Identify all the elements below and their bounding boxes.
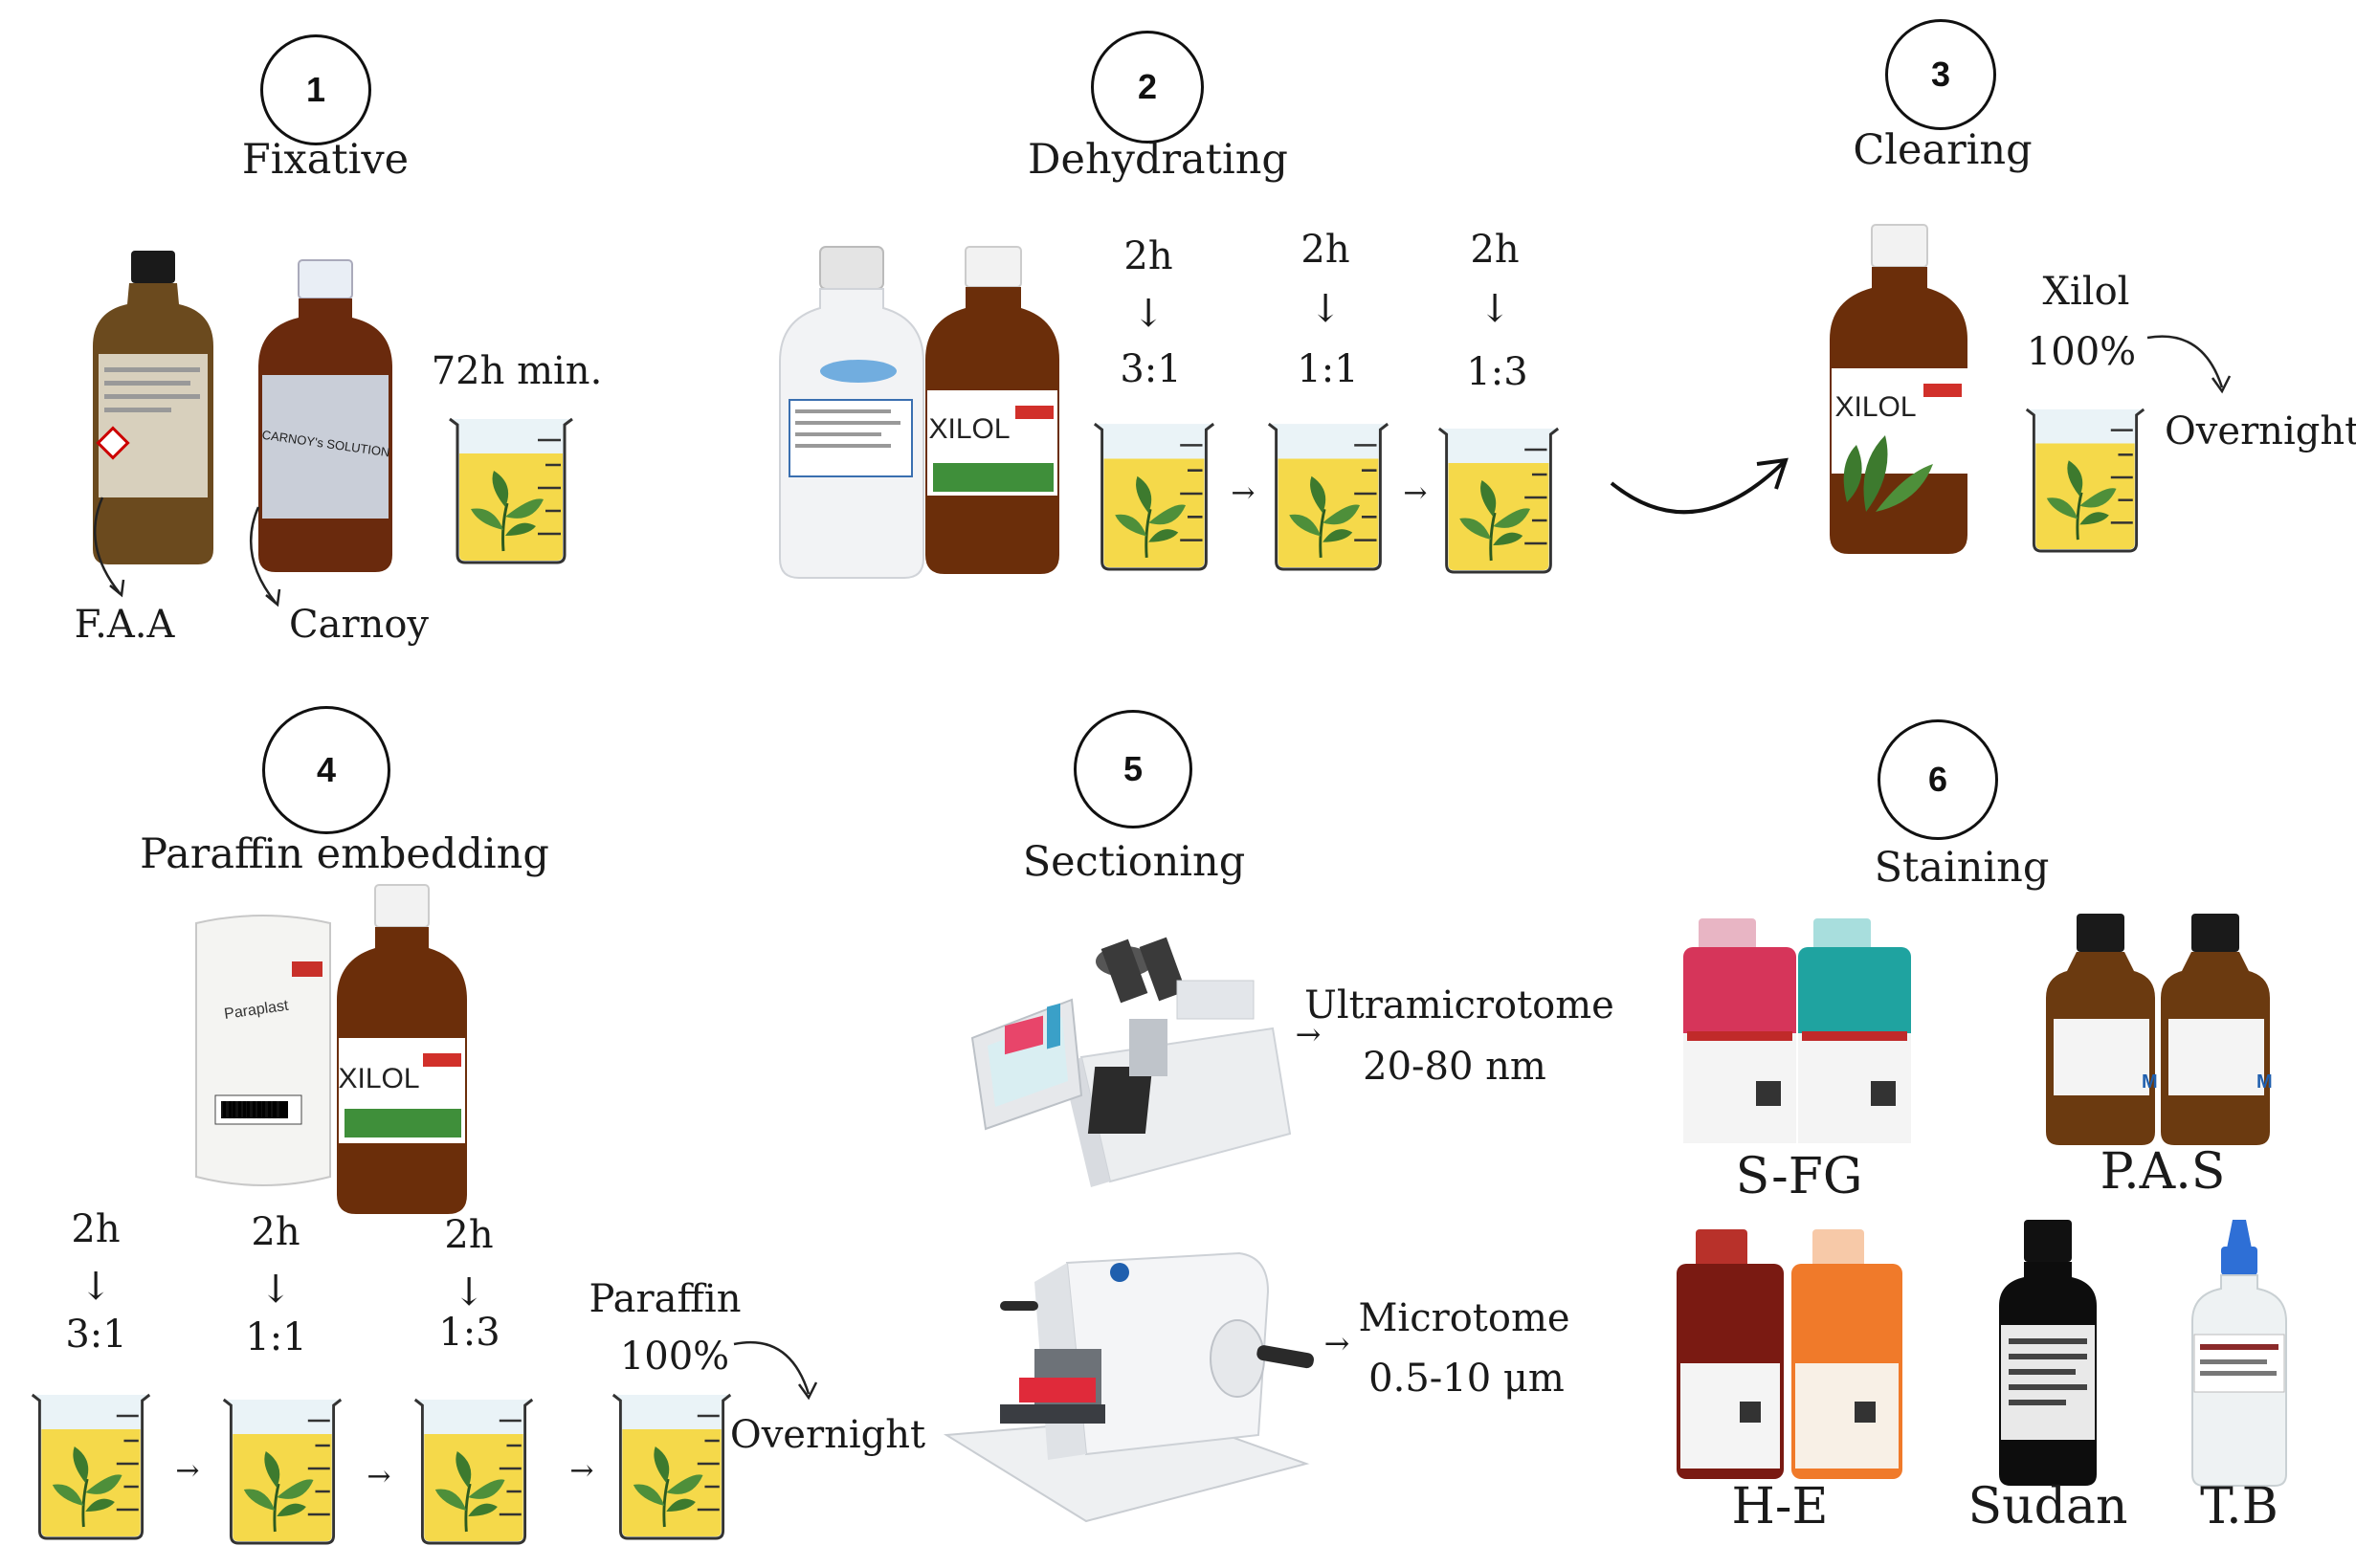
microtome-image <box>943 1251 1314 1523</box>
ultramicrotome-image <box>970 937 1292 1187</box>
step-3-number: 3 <box>1930 55 1951 94</box>
embedding-curved-arrow <box>733 1340 818 1401</box>
xilol-bottle-clearing-label: XILOL <box>1834 391 1916 423</box>
transition-arrow-to-clearing <box>1610 457 1789 515</box>
carnoy-bottle: CARNOY's SOLUTION <box>258 259 392 572</box>
dehydrating-beaker-3 <box>1434 421 1564 574</box>
ultramicrotome-range: 20-80 nm <box>1363 1045 1546 1089</box>
sfg-label: S-FG <box>1735 1148 1863 1205</box>
tb-bottle <box>2191 1220 2287 1487</box>
embedding-stage-2-arrow: ↓ <box>259 1268 292 1312</box>
step-5-badge: 5 <box>1074 710 1192 828</box>
clearing-percent-label: 100% <box>2026 330 2137 374</box>
embedding-stage-3-ratio: 1:3 <box>438 1311 500 1355</box>
embedding-beaker-2 <box>218 1392 346 1545</box>
dehydrating-beaker-2 <box>1263 416 1393 571</box>
step-4-title: Paraffin embedding <box>140 830 549 878</box>
clearing-beaker <box>2021 402 2149 553</box>
dehydrating-beaker-1 <box>1089 416 1219 571</box>
tb-label: T.B <box>2200 1478 2278 1535</box>
carnoy-pointer-arrow <box>249 506 281 607</box>
embedding-beaker-3 <box>410 1392 538 1545</box>
embedding-beaker-4 <box>608 1387 736 1540</box>
sudan-bottle <box>1999 1220 2097 1486</box>
step-1-title: Fixative <box>241 136 410 184</box>
paraplast-bag: Paraplast <box>195 915 331 1186</box>
step-4-number: 4 <box>316 750 337 789</box>
faa-bottle <box>93 251 213 564</box>
step-1-number: 1 <box>305 70 326 109</box>
embedding-stage-1-ratio: 3:1 <box>65 1313 127 1357</box>
he-bottles <box>1677 1229 1902 1479</box>
clearing-duration-label: Overnight <box>2165 409 2356 453</box>
embedding-stage-2-time: 2h <box>251 1210 300 1254</box>
dehydrating-flow-arrow-1: → <box>1231 476 1256 510</box>
dehydrating-stage-3-time: 2h <box>1470 228 1520 272</box>
ultramicrotome-pointer-arrow: → <box>1295 1016 1322 1052</box>
xilol-bottle-dehydrating-label: XILOL <box>928 413 1010 445</box>
step-6-number: 6 <box>1927 760 1948 799</box>
step-3-title: Clearing <box>1853 126 2033 174</box>
embedding-flow-arrow-2: → <box>367 1460 391 1493</box>
step-2-title: Dehydrating <box>1028 136 1288 184</box>
faa-pointer-arrow <box>93 497 125 598</box>
ultramicrotome-name: Ultramicrotome <box>1304 983 1614 1027</box>
embedding-flow-arrow-3: → <box>569 1454 594 1488</box>
step-4-badge: 4 <box>262 706 390 834</box>
embedding-stage-1-time: 2h <box>71 1207 121 1251</box>
faa-label: F.A.A <box>74 603 175 647</box>
embedding-stage-3-arrow: ↓ <box>453 1270 485 1314</box>
microtome-name: Microtome <box>1358 1296 1570 1340</box>
clearing-reagent-label: Xilol <box>2042 270 2130 314</box>
step-1-badge: 1 <box>260 34 371 145</box>
dehydrating-stage-3-ratio: 1:3 <box>1466 350 1528 394</box>
xilol-bottle-embedding: XILOL <box>337 884 467 1214</box>
svg-text:M: M <box>2142 1071 2158 1093</box>
dehydrating-stage-2-ratio: 1:1 <box>1297 347 1359 391</box>
step-6-badge: 6 <box>1878 719 1998 840</box>
pas-bottles: M M <box>2046 914 2273 1145</box>
step-2-badge: 2 <box>1091 31 1204 144</box>
svg-text:M: M <box>2256 1071 2273 1093</box>
sudan-label: Sudan <box>1967 1478 2128 1535</box>
embedding-stage-2-ratio: 1:1 <box>245 1315 307 1359</box>
step-5-title: Sectioning <box>1022 838 1246 886</box>
microtome-range: 0.5-10 μm <box>1368 1357 1565 1401</box>
carnoy-label: Carnoy <box>288 603 429 647</box>
he-label: H-E <box>1731 1478 1829 1535</box>
step-3-badge: 3 <box>1885 19 1996 130</box>
step-5-number: 5 <box>1122 749 1144 788</box>
alcohol-bottle <box>779 246 924 579</box>
embedding-duration-label: Overnight <box>729 1413 926 1457</box>
clearing-curved-arrow <box>2146 335 2232 394</box>
dehydrating-stage-1-ratio: 3:1 <box>1120 347 1182 391</box>
embedding-stage-3-time: 2h <box>444 1213 494 1257</box>
sfg-bottles <box>1683 918 1911 1143</box>
xilol-bottle-clearing: XILOL <box>1830 224 1967 554</box>
fixation-time-label: 72h min. <box>431 349 603 393</box>
embedding-beaker-1 <box>27 1387 155 1540</box>
step-2-number: 2 <box>1137 67 1158 106</box>
fixation-beaker <box>444 411 578 564</box>
dehydrating-stage-2-time: 2h <box>1300 228 1350 272</box>
embedding-reagent-label: Paraffin <box>589 1277 742 1321</box>
dehydrating-stage-3-arrow: ↓ <box>1478 287 1511 331</box>
dehydrating-stage-1-time: 2h <box>1123 234 1173 278</box>
embedding-percent-label: 100% <box>619 1335 730 1379</box>
dehydrating-stage-1-arrow: ↓ <box>1132 292 1165 336</box>
microtome-pointer-arrow: → <box>1323 1325 1350 1361</box>
embedding-stage-1-arrow: ↓ <box>79 1265 112 1309</box>
dehydrating-flow-arrow-2: → <box>1403 476 1428 510</box>
pas-label: P.A.S <box>2100 1143 2226 1201</box>
step-6-title: Staining <box>1874 844 2050 892</box>
dehydrating-stage-2-arrow: ↓ <box>1309 287 1342 331</box>
embedding-flow-arrow-1: → <box>175 1454 200 1488</box>
xilol-bottle-embedding-label: XILOL <box>338 1063 419 1094</box>
xilol-bottle-dehydrating: XILOL <box>925 246 1059 574</box>
